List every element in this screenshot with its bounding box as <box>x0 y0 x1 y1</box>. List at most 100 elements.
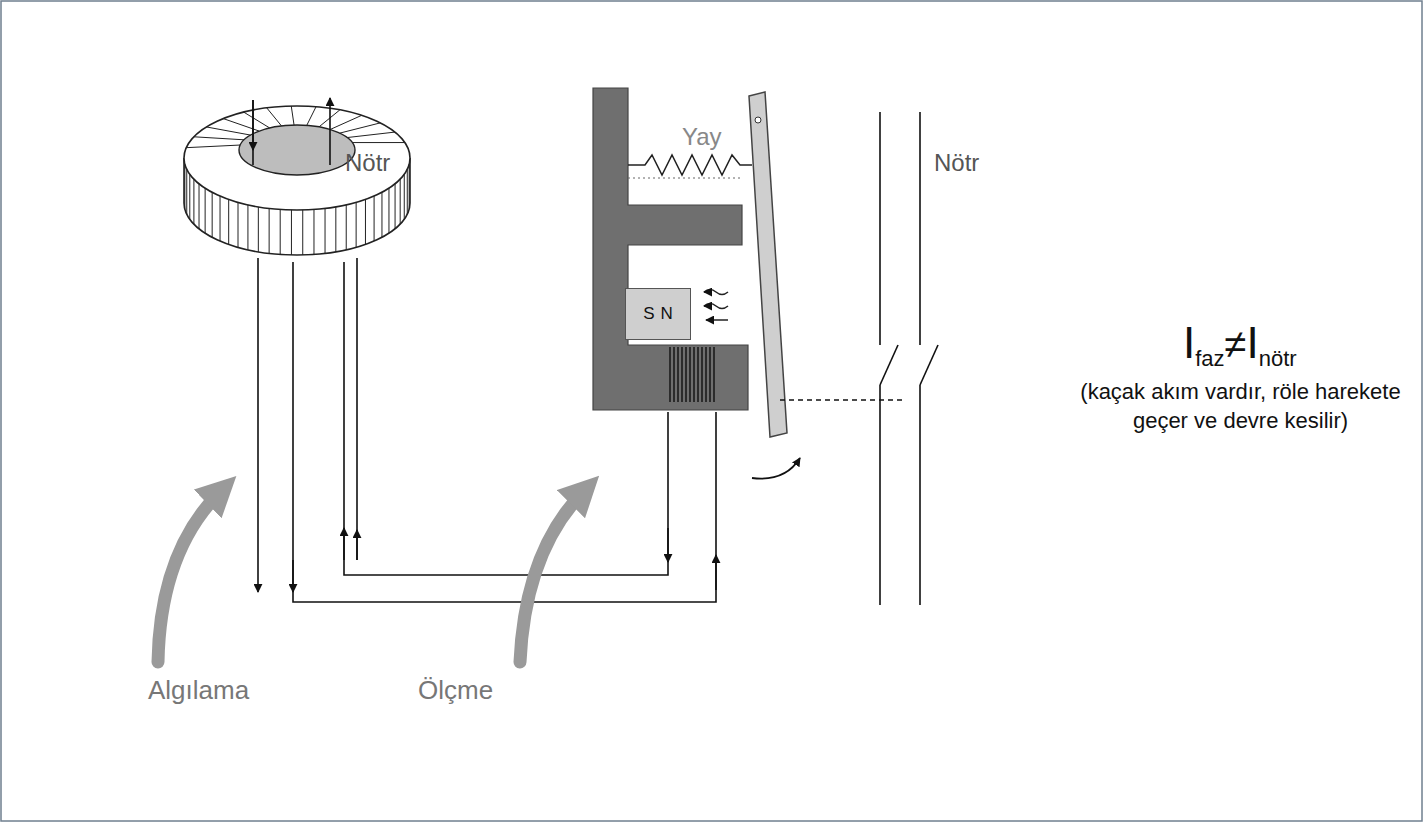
coil-winding <box>677 347 678 402</box>
winding <box>335 207 336 252</box>
winding <box>356 202 357 247</box>
winding <box>199 184 200 229</box>
pole-label: N <box>661 304 673 324</box>
coil-winding <box>673 347 674 402</box>
winding <box>302 210 303 255</box>
winding <box>189 174 190 219</box>
winding <box>269 208 270 253</box>
flux-mark <box>704 290 728 295</box>
winding <box>400 179 401 224</box>
winding <box>365 199 366 244</box>
winding <box>307 107 316 126</box>
armature <box>749 92 787 437</box>
winding <box>330 115 361 129</box>
spring <box>628 155 752 175</box>
winding <box>404 174 405 219</box>
neutral-wire-in <box>356 258 358 560</box>
motion-arrow <box>752 458 800 479</box>
spring-base <box>628 178 740 179</box>
winding <box>352 142 405 143</box>
winding <box>407 169 408 214</box>
coil-winding <box>713 347 714 402</box>
flux-mark <box>704 304 728 309</box>
winding <box>206 127 250 135</box>
winding <box>186 169 187 214</box>
winding <box>280 209 281 254</box>
formula-symbol: I <box>1183 318 1195 368</box>
relay-yoke <box>593 88 748 410</box>
contact-blade <box>920 345 938 385</box>
winding <box>291 106 294 125</box>
toroid-hole <box>239 125 355 175</box>
toroid-windings <box>185 106 409 255</box>
coil-winding <box>685 347 686 402</box>
coil-winding <box>705 347 706 402</box>
winding <box>244 112 270 128</box>
sense-arrow <box>343 528 345 560</box>
callout-label: Algılama <box>148 676 249 705</box>
winding <box>381 192 382 237</box>
coil-winding <box>701 347 702 402</box>
formula-symbol: ≠ <box>1225 322 1247 367</box>
sense-wire <box>293 262 716 602</box>
winding <box>409 164 410 209</box>
winding <box>313 209 314 254</box>
sense-arrow <box>667 528 669 562</box>
contact-line <box>919 112 921 345</box>
winding <box>238 202 239 247</box>
toroid-top <box>184 106 410 210</box>
flux-mark <box>706 319 728 321</box>
contact-line <box>919 385 921 605</box>
neutral-wire <box>329 98 331 165</box>
relay-coil <box>670 347 714 402</box>
contact-line <box>879 112 881 345</box>
winding <box>267 108 282 126</box>
mechanical-link <box>780 399 905 400</box>
coil-winding <box>693 347 694 402</box>
note: (kaçak akım vardır, röle harekete geçer … <box>1068 378 1413 435</box>
callout-label: Ölçme <box>418 676 493 705</box>
winding <box>194 137 244 140</box>
magnet-block: SN <box>625 288 691 340</box>
spacer <box>344 555 345 595</box>
subscript: nötr <box>1259 346 1297 372</box>
winding <box>186 145 240 148</box>
winding <box>291 210 292 255</box>
winding <box>347 132 395 137</box>
pole-label: S <box>643 304 654 324</box>
winding <box>374 196 375 241</box>
callout-arrow <box>158 490 222 662</box>
contact-blade <box>880 345 898 385</box>
coil-winding <box>681 347 682 402</box>
sense-arrow <box>715 555 717 590</box>
winding <box>346 205 347 250</box>
coil-winding <box>669 347 670 402</box>
pivot <box>755 117 761 123</box>
phase-wire-out <box>257 258 259 592</box>
formula-symbol: I <box>1247 318 1259 368</box>
wire-label: Nötr <box>345 150 390 176</box>
neutral-arrow <box>356 530 358 560</box>
toroid-core <box>184 106 410 255</box>
winding <box>258 207 259 252</box>
sense-arrow <box>292 560 294 592</box>
winding <box>340 123 381 133</box>
winding <box>247 205 248 250</box>
spring-label: Yay <box>682 124 722 150</box>
winding <box>388 188 389 233</box>
winding <box>228 199 229 244</box>
phase-wire <box>252 100 254 165</box>
coil-winding <box>689 347 690 402</box>
wire-label: Nötr <box>934 150 979 176</box>
flux-mark <box>704 305 710 307</box>
winding <box>395 184 396 229</box>
winding <box>184 164 185 209</box>
winding <box>193 179 194 224</box>
winding <box>212 192 213 237</box>
formula: Ifaz≠Inötr <box>1183 318 1297 368</box>
flux-mark <box>704 291 710 293</box>
contact-line <box>879 385 881 605</box>
coil-winding <box>697 347 698 402</box>
callout-arrow <box>520 490 585 662</box>
